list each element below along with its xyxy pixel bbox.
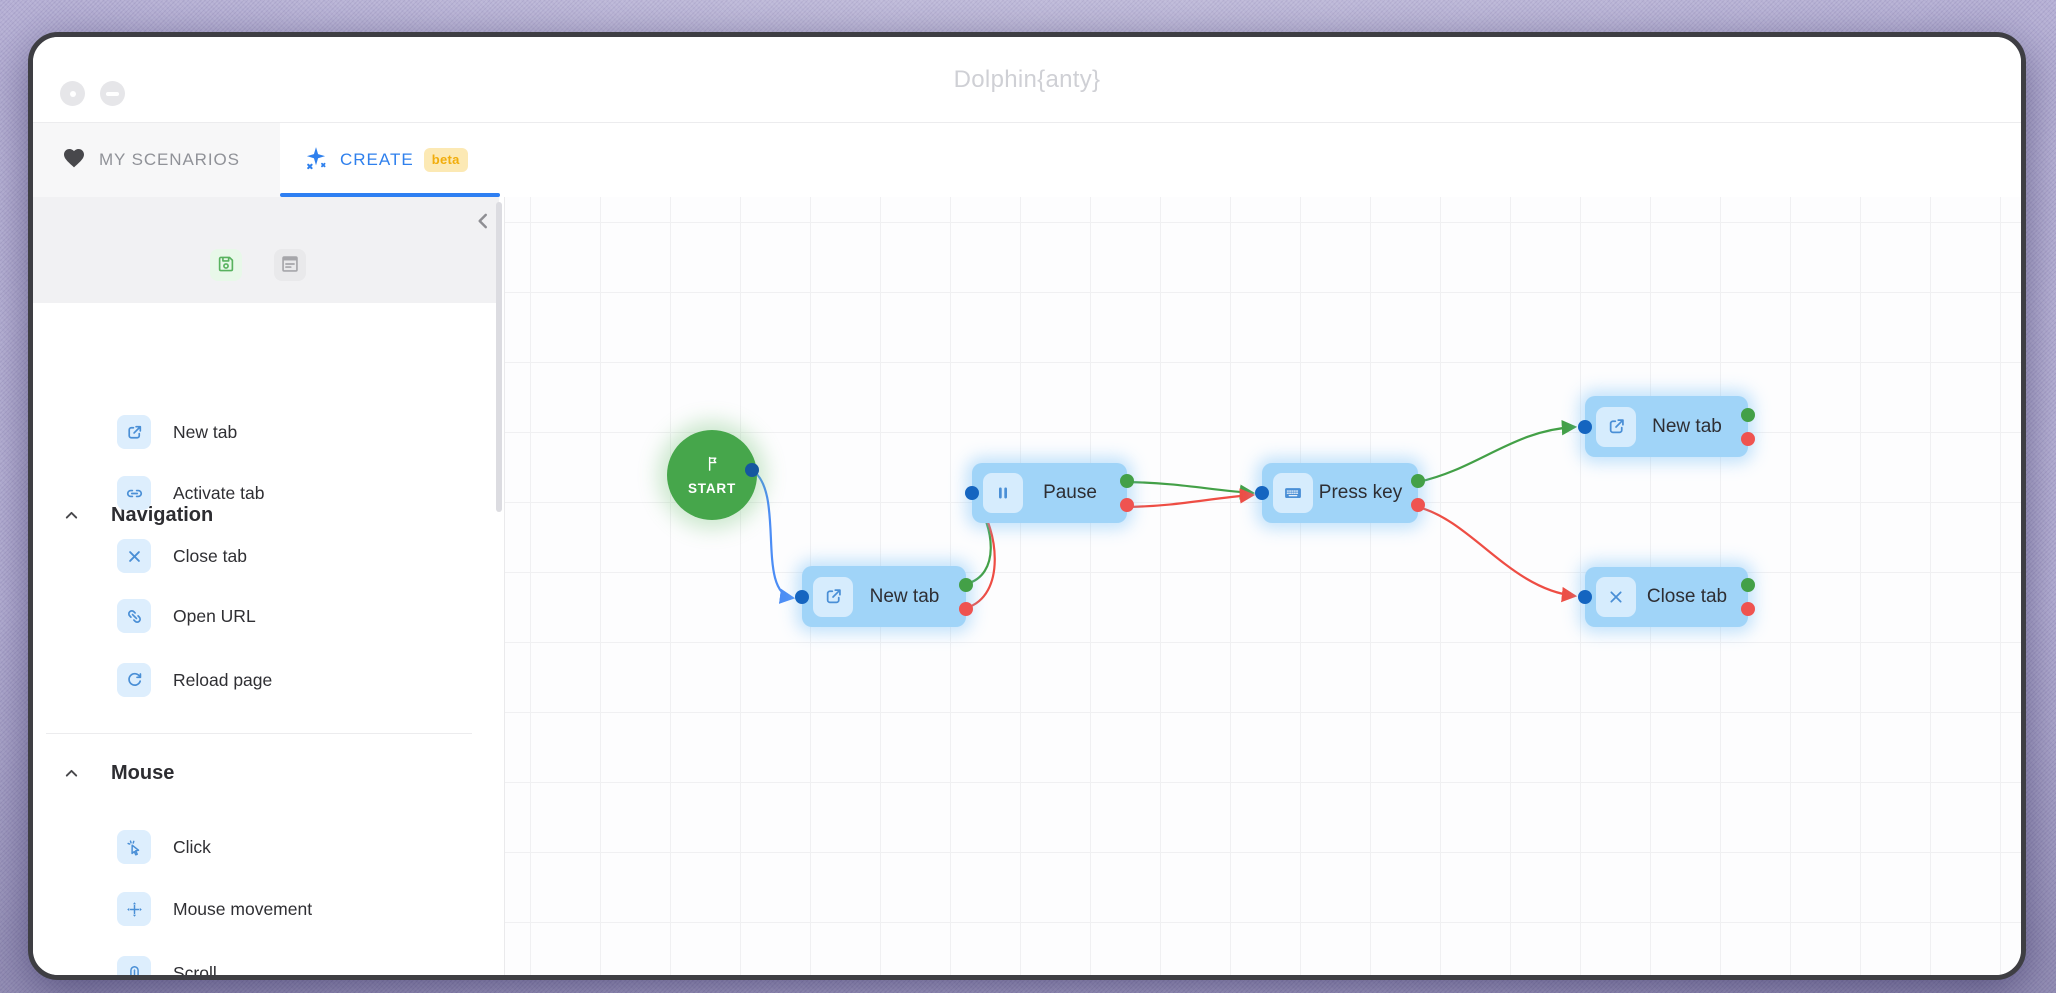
close-tab-icon xyxy=(117,539,151,573)
save-icon xyxy=(215,253,237,278)
header-row: MY SCENARIOS CREATE beta xyxy=(33,123,2021,278)
click-icon xyxy=(117,830,151,864)
section-header-mouse[interactable]: Mouse xyxy=(63,759,174,787)
sidebar-item-reload-page[interactable]: Reload page xyxy=(117,663,272,697)
sidebar-item-label: Scroll xyxy=(173,962,217,976)
output-port[interactable] xyxy=(745,463,759,477)
beta-badge: beta xyxy=(423,148,468,172)
active-tab-underline xyxy=(280,193,500,197)
new-tab-icon xyxy=(1596,406,1636,447)
tab-create-label: CREATE xyxy=(340,150,414,169)
node-label: Pause xyxy=(1043,482,1097,503)
node-new-tab-2[interactable]: New tab xyxy=(1578,396,1755,457)
node-close-tab[interactable]: Close tab xyxy=(1578,567,1755,627)
window-close-button[interactable] xyxy=(60,81,85,106)
tab-my-scenarios[interactable]: MY SCENARIOS xyxy=(33,123,280,197)
node-start-label: START xyxy=(688,481,736,496)
chevron-left-icon xyxy=(473,213,493,235)
activate-tab-icon xyxy=(117,476,151,510)
success-port[interactable] xyxy=(1120,474,1134,488)
form-view-button[interactable] xyxy=(274,249,306,281)
tab-create[interactable]: CREATE beta xyxy=(280,123,500,197)
input-port[interactable] xyxy=(1578,419,1592,434)
mouse-move-icon xyxy=(117,892,151,926)
scroll-icon xyxy=(117,956,151,975)
sidebar-item-label: Open URL xyxy=(173,605,256,626)
input-port[interactable] xyxy=(1255,486,1269,500)
window-minimize-icon xyxy=(106,91,119,96)
heart-icon xyxy=(62,146,86,175)
node-label: Close tab xyxy=(1646,586,1728,607)
sidebar-item-click[interactable]: Click xyxy=(117,830,211,864)
success-port[interactable] xyxy=(1741,578,1755,592)
tab-my-scenarios-label: MY SCENARIOS xyxy=(99,150,240,169)
sidebar-item-label: Click xyxy=(173,836,211,857)
error-port[interactable] xyxy=(1741,431,1755,446)
success-port[interactable] xyxy=(1741,407,1755,422)
sidebar-item-mouse-movement[interactable]: Mouse movement xyxy=(117,892,312,926)
success-port[interactable] xyxy=(959,577,973,592)
app-window: Dolphin{anty} MY SCENARIOS CREATE xyxy=(28,32,2026,980)
keyboard-icon xyxy=(1273,473,1313,513)
open-url-icon xyxy=(117,599,151,633)
input-port[interactable] xyxy=(795,589,809,604)
error-port[interactable] xyxy=(1120,498,1134,512)
reload-icon xyxy=(117,663,151,697)
actions-sidebar: Navigation New tab Activate tab xyxy=(33,197,505,975)
pause-icon xyxy=(983,473,1023,513)
sidebar-item-open-url[interactable]: Open URL xyxy=(117,599,256,633)
node-label: Press key xyxy=(1318,482,1403,503)
form-icon xyxy=(279,253,301,278)
node-press-key[interactable]: Press key xyxy=(1255,463,1425,523)
input-port[interactable] xyxy=(1578,590,1592,604)
sidebar-item-close-tab[interactable]: Close tab xyxy=(117,539,247,573)
node-label: New tab xyxy=(1652,415,1722,437)
success-port[interactable] xyxy=(1411,474,1425,488)
title-bar: Dolphin{anty} xyxy=(33,37,2021,123)
sidebar-item-activate-tab[interactable]: Activate tab xyxy=(117,476,264,510)
flag-icon xyxy=(703,454,722,478)
error-port[interactable] xyxy=(1411,498,1425,512)
sidebar-item-label: Activate tab xyxy=(173,482,265,503)
caret-up-icon xyxy=(63,507,80,524)
sidebar-item-label: Mouse movement xyxy=(173,898,313,919)
app-title: Dolphin{anty} xyxy=(953,66,1101,93)
sidebar-collapse-button[interactable] xyxy=(471,209,495,235)
section-title: Mouse xyxy=(111,761,175,784)
sparkles-icon xyxy=(303,145,329,176)
node-start[interactable]: START xyxy=(667,430,759,520)
save-scenario-button[interactable] xyxy=(210,249,242,281)
section-divider xyxy=(46,733,472,734)
new-tab-icon xyxy=(117,415,151,449)
node-pause[interactable]: Pause xyxy=(965,463,1134,523)
flow-edges xyxy=(751,419,1578,610)
node-new-tab-1[interactable]: New tab xyxy=(795,566,973,627)
node-label: New tab xyxy=(869,585,940,607)
window-dot-icon xyxy=(69,90,76,97)
sidebar-item-label: Close tab xyxy=(173,545,247,566)
sidebar-item-scroll[interactable]: Scroll xyxy=(117,956,217,975)
error-port[interactable] xyxy=(1741,602,1755,616)
error-port[interactable] xyxy=(959,601,973,616)
sidebar-item-new-tab[interactable]: New tab xyxy=(117,415,237,449)
close-tab-icon xyxy=(1596,577,1636,617)
input-port[interactable] xyxy=(965,486,979,500)
sidebar-scrollbar[interactable] xyxy=(496,202,502,512)
sidebar-item-label: Reload page xyxy=(173,669,273,690)
sidebar-item-label: New tab xyxy=(173,421,238,442)
window-minimize-button[interactable] xyxy=(100,81,125,106)
scenario-canvas[interactable]: START New tab xyxy=(505,197,2021,975)
caret-up-icon xyxy=(63,765,80,782)
new-tab-icon xyxy=(813,576,853,617)
sidebar-toolbar xyxy=(33,197,499,303)
